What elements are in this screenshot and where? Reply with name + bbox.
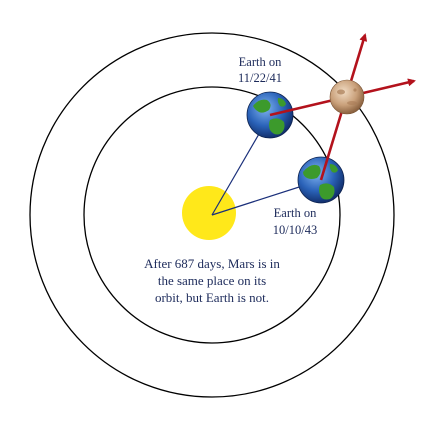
earth-first-label-line1: Earth on [239, 55, 282, 69]
earth-second-label-line2: 10/10/43 [273, 223, 317, 237]
earth-second-label-line1: Earth on [274, 206, 317, 220]
mars-planet-icon [329, 79, 365, 115]
note-line-2: the same place on its [158, 273, 266, 288]
earth-orbit [83, 86, 341, 344]
mars-orbit [29, 32, 395, 398]
note-line-1: After 687 days, Mars is in [144, 256, 280, 271]
sun-icon [182, 186, 236, 240]
earth-first-label-line2: 11/22/41 [238, 71, 282, 85]
note-line-3: orbit, but Earth is not. [155, 290, 269, 305]
